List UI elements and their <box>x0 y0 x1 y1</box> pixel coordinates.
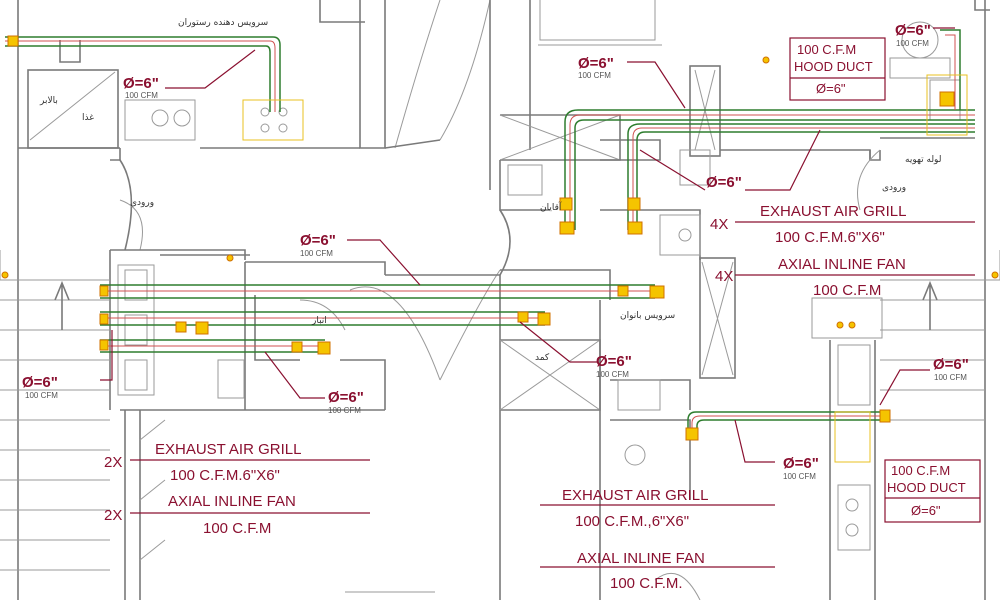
spec-note-center: EXHAUST AIR GRILL 100 C.F.M.,6"X6" AXIAL… <box>562 487 708 592</box>
qty-label: 2X <box>104 454 122 471</box>
label-frames <box>130 37 981 568</box>
marker-icon <box>1 271 9 279</box>
label-balcony: بالابر <box>39 96 58 106</box>
cfm-tag: 100 CFM <box>896 39 929 48</box>
dia-tag: Ø=6" <box>123 75 159 92</box>
fan-icon <box>627 221 643 235</box>
marker-icon <box>226 254 234 262</box>
fan-icon <box>627 197 641 211</box>
label-restaurant-wc: سرویس دهنده رستوران <box>178 18 268 28</box>
fan-title: AXIAL INLINE FAN <box>577 550 705 567</box>
fan-icon <box>617 285 629 297</box>
fan-icon <box>559 221 575 235</box>
duct-run-middle <box>100 284 655 353</box>
qty-label: 2X <box>104 507 122 524</box>
hood-duct-box-top: 100 C.F.M HOOD DUCT Ø=6" <box>794 42 873 96</box>
duct-run-lower-right <box>687 411 885 440</box>
hood-duct-box-bottom: 100 C.F.M HOOD DUCT Ø=6" <box>887 463 966 518</box>
fan-title: AXIAL INLINE FAN <box>168 493 296 510</box>
fan-icon <box>879 409 891 423</box>
dia-tag: Ø=6" <box>933 356 969 373</box>
svg-text:100 C.F.M: 100 C.F.M <box>891 463 950 478</box>
qty-label: 4X <box>715 268 733 285</box>
dia-tag: Ø=6" <box>895 22 931 39</box>
fan-icon <box>649 285 665 299</box>
cfm-tag: 100 CFM <box>328 406 361 415</box>
svg-text:100 C.F.M: 100 C.F.M <box>797 42 856 57</box>
fan-spec: 100 C.F.M. <box>610 575 683 592</box>
fan-icon <box>175 321 187 333</box>
fan-icon <box>685 427 699 441</box>
label-room: کمد <box>535 353 550 363</box>
cfm-tag: 100 CFM <box>934 373 967 382</box>
svg-text:Ø=6": Ø=6" <box>816 81 846 96</box>
marker-icon <box>836 321 844 329</box>
fan-icon <box>291 341 303 353</box>
label-entrance-left: ورودی <box>130 198 154 208</box>
grill-title: EXHAUST AIR GRILL <box>760 203 906 220</box>
dia-tag: Ø=6" <box>783 455 819 472</box>
leader-lines <box>100 27 955 463</box>
cfm-tag: 100 CFM <box>300 249 333 258</box>
grill-spec: 100 C.F.M.6"X6" <box>775 229 885 246</box>
label-gents: آقایان <box>540 201 562 213</box>
dia-tag: Ø=6" <box>706 174 742 191</box>
dia-tag: Ø=6" <box>300 232 336 249</box>
duct-run-upper-right <box>564 29 975 230</box>
label-food: غذا <box>82 113 94 123</box>
duct-run-kitchen <box>5 36 281 112</box>
marker-icon <box>991 271 999 279</box>
fan-icon <box>537 312 551 326</box>
fan-icon <box>99 313 109 325</box>
dia-tag: Ø=6" <box>596 353 632 370</box>
label-ladies-wc: سرویس بانوان <box>620 311 675 321</box>
fan-icon <box>517 311 529 323</box>
fan-icon <box>939 91 955 107</box>
cfm-tag: 100 CFM <box>596 370 629 379</box>
room-labels: سرویس دهنده رستوران ورودی بالابر غذا لول… <box>39 18 941 363</box>
fans-grills <box>1 35 999 463</box>
dia-tag: Ø=6" <box>578 55 614 72</box>
diameter-tags: Ø=6" 100 CFM Ø=6" 100 CFM Ø=6" 100 CFM Ø… <box>22 22 969 481</box>
fan-icon <box>559 197 573 211</box>
svg-text:HOOD DUCT: HOOD DUCT <box>794 59 873 74</box>
duct-runs <box>5 29 975 440</box>
fan-spec: 100 C.F.M <box>203 520 271 537</box>
cfm-tag: 100 CFM <box>125 91 158 100</box>
dia-tag: Ø=6" <box>22 374 58 391</box>
grill-spec: 100 C.F.M.6"X6" <box>170 467 280 484</box>
cfm-tag: 100 CFM <box>578 71 611 80</box>
label-storage: انبار <box>311 316 327 326</box>
fan-icon <box>99 285 109 297</box>
spec-note-left: 2X EXHAUST AIR GRILL 100 C.F.M.6"X6" 2X … <box>104 441 301 537</box>
label-vent-pipe: لوله تهویه <box>905 155 941 165</box>
dia-tag: Ø=6" <box>328 389 364 406</box>
marker-icon <box>762 56 770 64</box>
fan-title: AXIAL INLINE FAN <box>778 256 906 273</box>
spec-note-right: 4X EXHAUST AIR GRILL 100 C.F.M.6"X6" 4X … <box>710 203 906 299</box>
grill-title: EXHAUST AIR GRILL <box>155 441 301 458</box>
fan-icon <box>195 321 209 335</box>
fan-icon <box>317 341 331 355</box>
grill-title: EXHAUST AIR GRILL <box>562 487 708 504</box>
cfm-tag: 100 CFM <box>783 472 816 481</box>
svg-text:HOOD DUCT: HOOD DUCT <box>887 480 966 495</box>
fan-icon <box>99 339 109 351</box>
fan-icon <box>7 35 19 47</box>
label-entrance-right: ورودی <box>882 183 906 193</box>
qty-label: 4X <box>710 216 728 233</box>
marker-icon <box>848 321 856 329</box>
grill-spec: 100 C.F.M.,6"X6" <box>575 513 689 530</box>
svg-text:Ø=6": Ø=6" <box>911 503 941 518</box>
fan-spec: 100 C.F.M <box>813 282 881 299</box>
cfm-tag: 100 CFM <box>25 391 58 400</box>
